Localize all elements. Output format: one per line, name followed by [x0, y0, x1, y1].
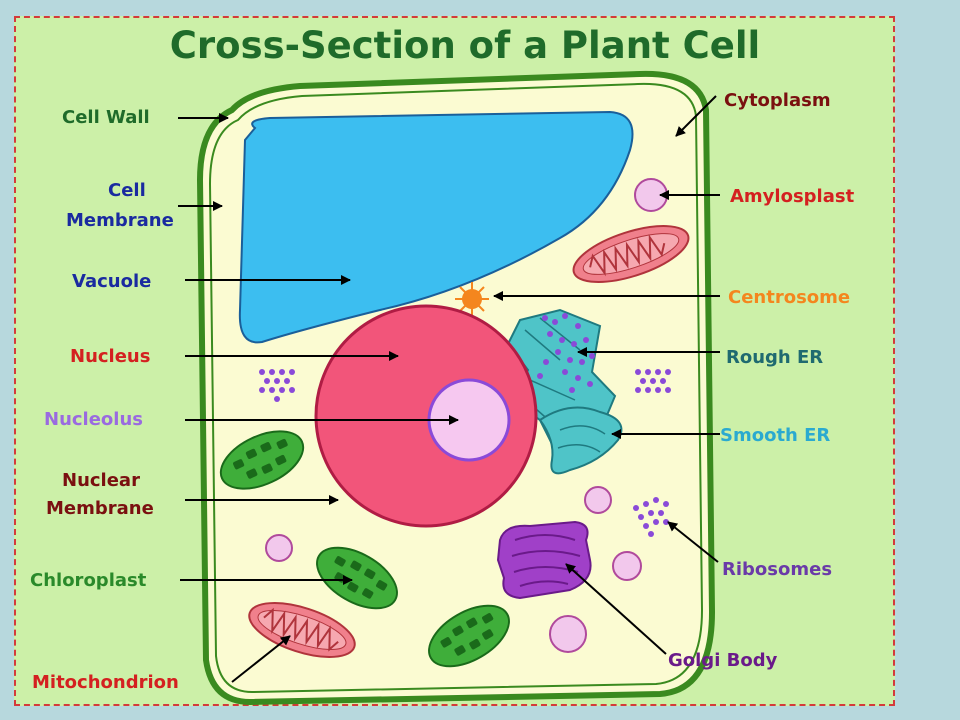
- vesicle: [584, 486, 612, 514]
- label-cytoplasm: Cytoplasm: [724, 90, 831, 111]
- label-golgi-body: Golgi Body: [668, 650, 778, 671]
- label-cell-membrane-line2: Membrane: [66, 210, 174, 231]
- label-rough-er: Rough ER: [726, 347, 823, 368]
- label-ribosomes: Ribosomes: [722, 559, 832, 580]
- centrosome: [455, 282, 489, 316]
- ribosome-cluster-lower: [633, 497, 669, 537]
- label-chloroplast: Chloroplast: [30, 570, 147, 591]
- mitochondrion-lower: [248, 602, 356, 658]
- label-vacuole: Vacuole: [72, 271, 151, 292]
- vacuole: [238, 110, 634, 344]
- golgi-body: [496, 520, 592, 600]
- vesicle: [549, 615, 587, 653]
- label-nuclear-membrane-line1: Nuclear: [62, 470, 140, 491]
- nucleus: [314, 304, 538, 528]
- vesicle: [612, 551, 642, 581]
- smooth-er: [538, 406, 623, 475]
- label-cell-membrane-line1: Cell: [108, 180, 146, 201]
- label-amylosplast: Amylosplast: [730, 186, 855, 207]
- label-nucleolus: Nucleolus: [44, 409, 143, 430]
- chloroplast-middle: [316, 546, 398, 610]
- chloroplast-left: [219, 430, 305, 490]
- ribosome-cluster-left: [259, 369, 295, 402]
- label-cell-wall: Cell Wall: [62, 107, 150, 128]
- diagram-title: Cross-Section of a Plant Cell: [170, 24, 760, 67]
- label-nuclear-membrane-line2: Membrane: [46, 498, 154, 519]
- cell-membrane: [208, 82, 704, 694]
- label-nucleus: Nucleus: [70, 346, 150, 367]
- mitochondrion-upper: [572, 225, 690, 283]
- vesicle: [265, 534, 293, 562]
- pointer-arrows: [178, 95, 720, 683]
- chloroplast-bottom: [428, 604, 510, 668]
- label-centrosome: Centrosome: [728, 287, 850, 308]
- ribosome-cluster-right: [635, 369, 671, 393]
- label-smooth-er: Smooth ER: [720, 425, 830, 446]
- label-mitochondrion: Mitochondrion: [32, 672, 179, 693]
